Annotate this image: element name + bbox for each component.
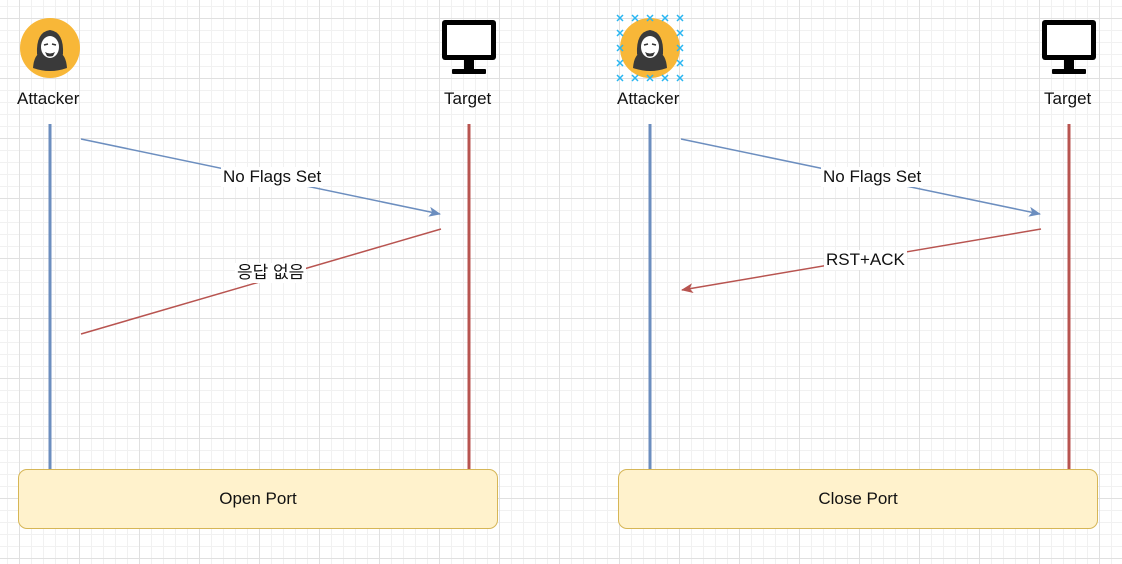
request-label: No Flags Set xyxy=(821,167,924,187)
target-label: Target xyxy=(444,89,492,108)
monitor-icon[interactable] xyxy=(1040,18,1098,76)
selection-handles[interactable] xyxy=(614,12,686,84)
hacker-avatar-icon[interactable] xyxy=(620,18,680,78)
monitor-icon[interactable] xyxy=(440,18,498,76)
port-box-label: Open Port xyxy=(219,489,297,508)
hacker-avatar-icon[interactable] xyxy=(20,18,80,78)
attacker-label: Attacker xyxy=(617,89,680,108)
response-label: RST+ACK xyxy=(824,250,907,270)
target-label: Target xyxy=(1044,89,1092,108)
close-port-box[interactable]: Close Port xyxy=(618,469,1098,529)
response-label: 응답 없음 xyxy=(235,263,307,283)
attacker-label: Attacker xyxy=(17,89,80,108)
port-box-label: Close Port xyxy=(818,489,898,508)
request-label: No Flags Set xyxy=(221,167,324,187)
open-port-box[interactable]: Open Port xyxy=(18,469,498,529)
